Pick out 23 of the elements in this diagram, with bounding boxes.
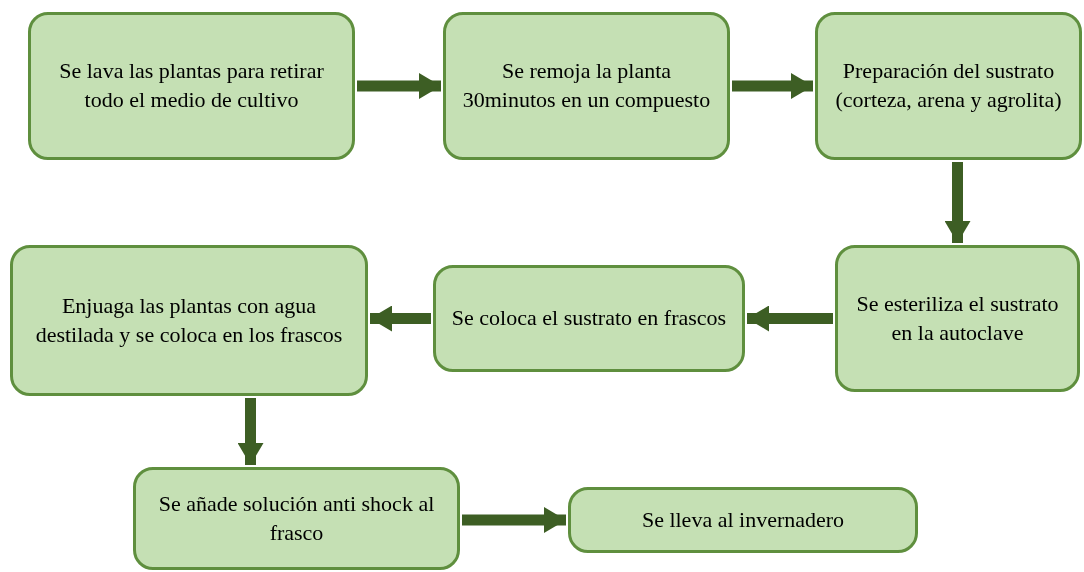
arrow <box>370 305 431 332</box>
step-text: Se coloca el sustrato en frascos <box>451 304 727 333</box>
arrow <box>732 73 813 99</box>
step-text: Se lava las plantas para retirar todo el medio de cultivo <box>58 57 325 114</box>
step-text: Se lleva al invernadero <box>641 505 845 534</box>
step-text: Se esteriliza el sustrato en la autoclave <box>855 289 1060 347</box>
step-text: Se añade solución anti shock al frasco <box>157 489 436 547</box>
process-box <box>28 12 355 160</box>
step-text: Preparación del sustrato (corteza, arena y agrolita) <box>834 57 1063 114</box>
process-box <box>568 487 918 553</box>
arrow <box>944 162 971 243</box>
process-box <box>443 12 730 160</box>
process-box <box>433 265 745 372</box>
arrow <box>747 305 833 332</box>
step-text: Enjuaga las plantas con agua destilada y se coloca en los frascos <box>34 291 344 349</box>
process-box <box>835 245 1080 392</box>
process-box <box>815 12 1082 160</box>
arrow <box>462 507 566 533</box>
step-text: Se remoja la planta 30minutos en un compuesto <box>461 57 712 114</box>
arrow <box>237 398 264 465</box>
process-box <box>10 245 368 396</box>
arrow <box>357 73 441 99</box>
process-box <box>133 467 460 570</box>
